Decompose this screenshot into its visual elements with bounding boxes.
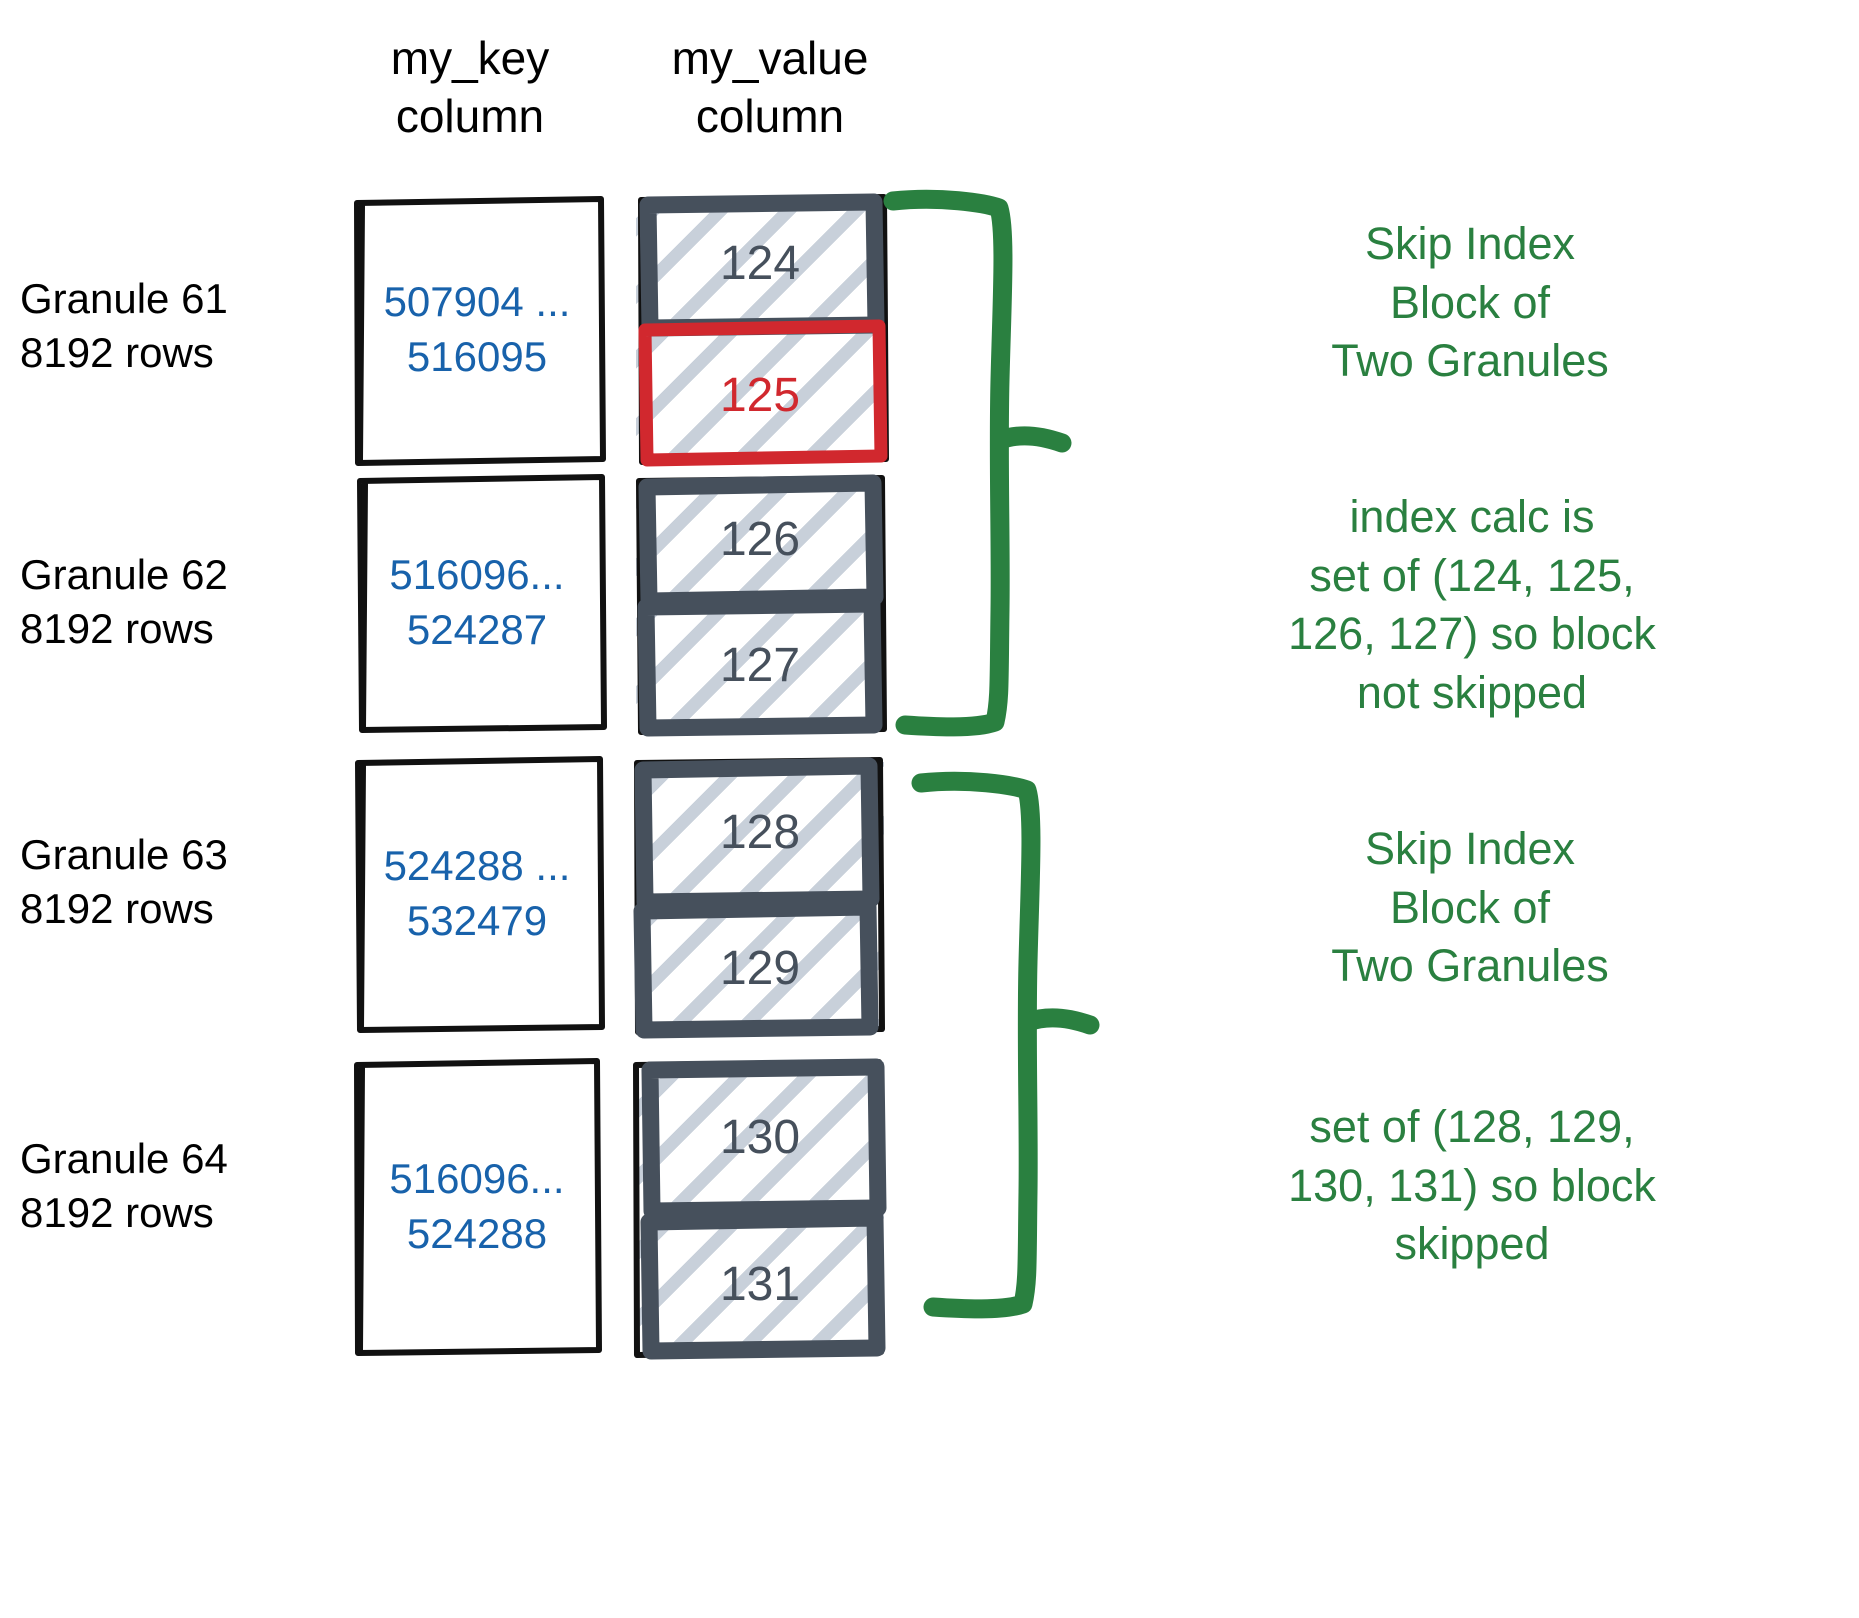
value-cell-129: 129 bbox=[636, 904, 884, 1032]
value-label-127: 127 bbox=[719, 638, 801, 692]
granule-label-64: Granule 64 8192 rows bbox=[20, 1135, 228, 1236]
value-label-124: 124 bbox=[719, 236, 801, 290]
key-range-64: 516096... 524288 bbox=[389, 1155, 565, 1257]
granule-label-61: Granule 61 8192 rows bbox=[20, 275, 228, 376]
key-box-granule-61: 507904 ... 516095 bbox=[353, 200, 601, 460]
key-range-61: 507904 ... 516095 bbox=[383, 278, 571, 380]
my-key-column-header: my_key column bbox=[390, 32, 550, 142]
key-box-granule-63: 524288 ... 532479 bbox=[353, 760, 601, 1028]
value-cell-125-highlighted: 125 bbox=[636, 330, 884, 460]
value-cell-128: 128 bbox=[636, 762, 884, 902]
annotation-set-of-skipped: set of (128, 129, 130, 131) so block ski… bbox=[1288, 1101, 1656, 1269]
brace-block-2 bbox=[911, 771, 1041, 1319]
granule-label-62: Granule 62 8192 rows bbox=[20, 551, 228, 652]
value-label-128: 128 bbox=[719, 805, 801, 859]
brace-block-1 bbox=[883, 189, 1013, 737]
value-cell-130: 130 bbox=[636, 1062, 884, 1212]
my-value-column-header: my_value column bbox=[671, 32, 869, 142]
value-cell-124: 124 bbox=[636, 198, 884, 328]
annotation-skip-index-block-2: Skip Index Block of Two Granules bbox=[1331, 823, 1609, 991]
key-range-62: 516096... 524287 bbox=[389, 551, 565, 653]
value-label-126: 126 bbox=[719, 512, 801, 566]
value-label-125: 125 bbox=[719, 368, 801, 422]
annotation-skip-index-block-1: Skip Index Block of Two Granules bbox=[1331, 218, 1609, 386]
granule-label-63: Granule 63 8192 rows bbox=[20, 831, 228, 932]
brace-pointer-2 bbox=[1018, 1008, 1100, 1035]
key-box-granule-64: 516096... 524288 bbox=[353, 1062, 601, 1352]
key-range-63: 524288 ... 532479 bbox=[383, 842, 571, 944]
brace-pointer-1 bbox=[990, 426, 1072, 453]
value-cell-126: 126 bbox=[636, 478, 884, 600]
key-box-granule-62: 516096... 524287 bbox=[353, 478, 601, 728]
value-label-130: 130 bbox=[719, 1110, 801, 1164]
value-label-129: 129 bbox=[719, 941, 801, 995]
annotation-index-calc-not-skipped: index calc is set of (124, 125, 126, 127… bbox=[1288, 491, 1656, 718]
value-cell-127: 127 bbox=[636, 602, 884, 728]
value-cell-131: 131 bbox=[636, 1214, 884, 1354]
value-label-131: 131 bbox=[719, 1257, 801, 1311]
